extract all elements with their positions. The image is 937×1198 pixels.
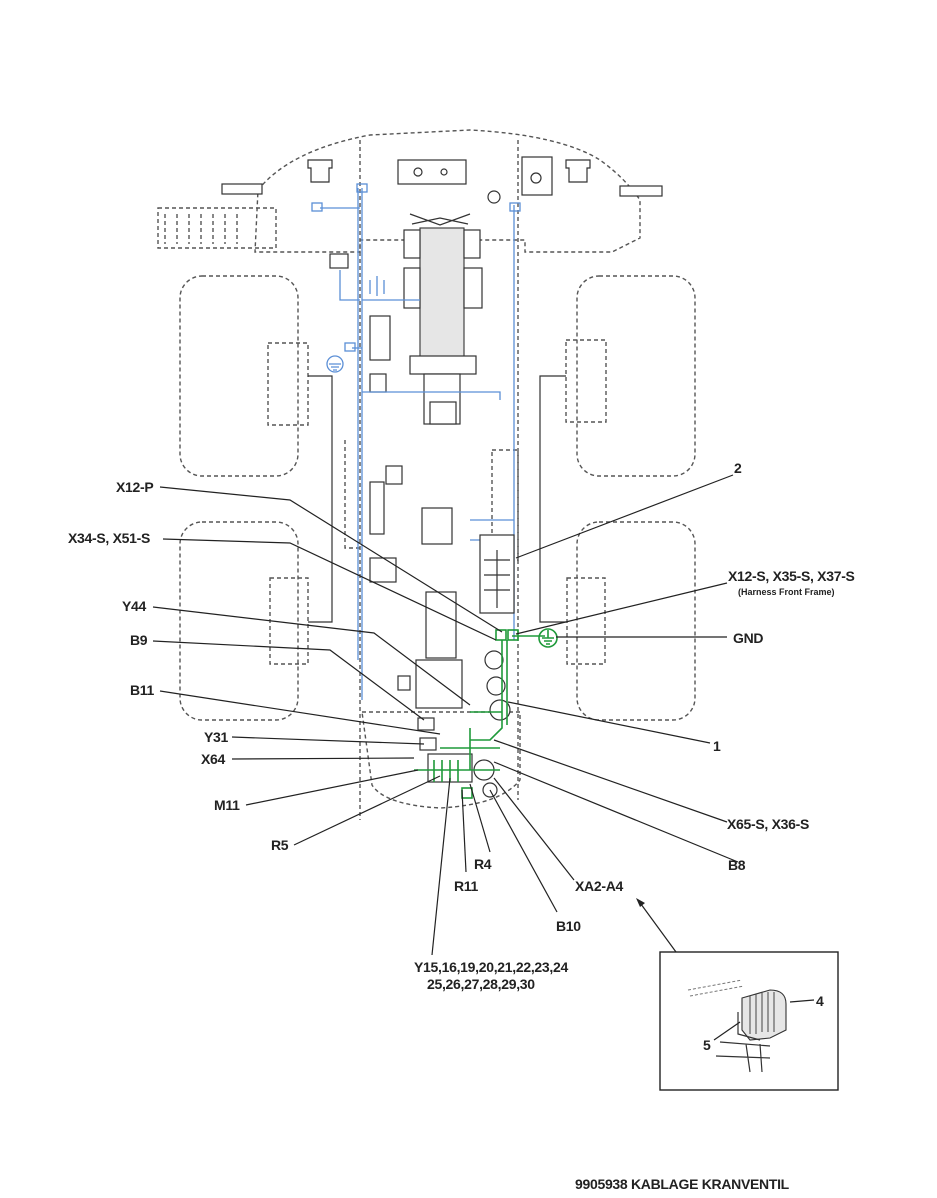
callout-labels: X12-P X34-S, X51-S Y44 B9 B11 Y31 X64 M1… <box>68 460 855 992</box>
label-2: 2 <box>734 460 742 476</box>
label-m11: M11 <box>214 797 240 813</box>
label-r4: R4 <box>474 856 492 872</box>
label-y44: Y44 <box>122 598 147 614</box>
label-b9: B9 <box>130 632 148 648</box>
label-y31: Y31 <box>204 729 229 745</box>
label-x34-s-x51-s: X34-S, X51-S <box>68 530 150 546</box>
machine-outline <box>157 129 696 820</box>
label-xa2-a4: XA2-A4 <box>575 878 624 894</box>
label-b8: B8 <box>728 857 746 873</box>
label-x65-s-x36-s: X65-S, X36-S <box>727 816 809 832</box>
detail-inset: 4 5 <box>659 951 839 1091</box>
leader-lines <box>152 474 739 956</box>
label-y-list-line2: 25,26,27,28,29,30 <box>427 976 535 992</box>
label-y-list-line1: Y15,16,19,20,21,22,23,24 <box>414 959 568 975</box>
engine-block <box>221 156 663 425</box>
valve-block <box>369 465 515 798</box>
label-x12-p: X12-P <box>116 479 153 495</box>
label-1: 1 <box>713 738 721 754</box>
label-b11: B11 <box>130 682 155 698</box>
label-x64: X64 <box>201 751 226 767</box>
label-x12-s-x35-s-x37-s: X12-S, X35-S, X37-S <box>728 568 855 584</box>
label-gnd: GND <box>733 630 763 646</box>
label-r11: R11 <box>454 878 479 894</box>
label-r5: R5 <box>271 837 289 853</box>
diagram-caption: 9905938 KABLAGE KRANVENTIL <box>575 1176 790 1192</box>
harness-green <box>414 628 558 799</box>
inset-label-5: 5 <box>703 1037 711 1053</box>
inset-label-4: 4 <box>816 993 824 1009</box>
label-b10: B10 <box>556 918 581 934</box>
label-harness-front-frame: (Harness Front Frame) <box>738 587 835 597</box>
